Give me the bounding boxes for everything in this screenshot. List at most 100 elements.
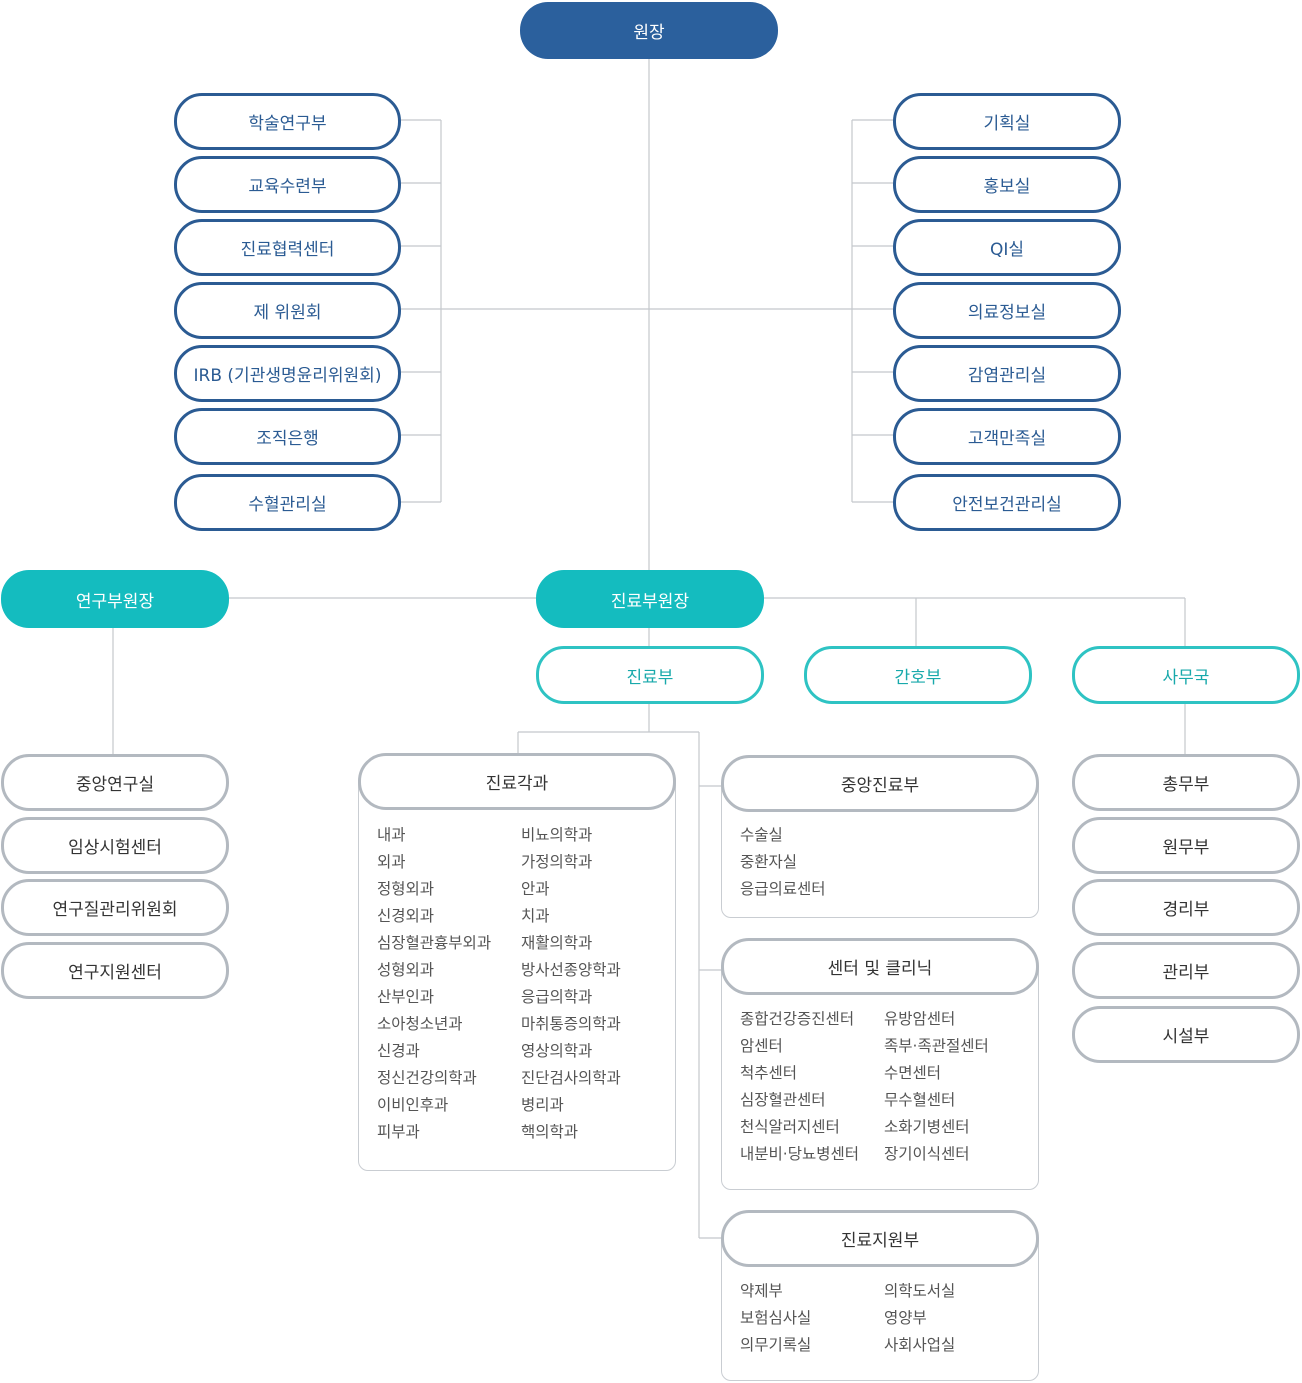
node-label: 진료협력센터 bbox=[240, 240, 335, 260]
list-item[interactable]: 심장혈관흉부외과 bbox=[377, 934, 492, 952]
list-item[interactable]: 수술실 bbox=[740, 826, 783, 844]
director-node[interactable]: 원장 bbox=[520, 2, 778, 59]
centers-clinics-panel bbox=[721, 966, 1039, 1190]
research-unit-support-center[interactable]: 연구지원센터 bbox=[1, 942, 229, 999]
list-item[interactable]: 마취통증의학과 bbox=[521, 1015, 621, 1033]
list-item[interactable]: 내분비·당뇨병센터 bbox=[740, 1145, 860, 1163]
list-item[interactable]: 병리과 bbox=[521, 1096, 564, 1114]
admin-unit-management[interactable]: 관리부 bbox=[1072, 942, 1300, 999]
admin-unit-accounting[interactable]: 경리부 bbox=[1072, 879, 1300, 936]
right-group-customer-satisfaction[interactable]: 고객만족실 bbox=[893, 408, 1121, 465]
node-label: 임상시험센터 bbox=[68, 838, 162, 858]
list-item[interactable]: 신경과 bbox=[377, 1042, 420, 1060]
research-unit-clinical-trials[interactable]: 임상시험센터 bbox=[1, 817, 229, 874]
list-item[interactable]: 무수혈센터 bbox=[884, 1091, 956, 1109]
node-label: 제 위원회 bbox=[253, 303, 322, 323]
list-item[interactable]: 족부·족관절센터 bbox=[884, 1037, 989, 1055]
list-item[interactable]: 심장혈관센터 bbox=[740, 1091, 826, 1109]
right-group-medical-info[interactable]: 의료정보실 bbox=[893, 282, 1121, 339]
research-vp-node[interactable]: 연구부원장 bbox=[1, 570, 229, 628]
node-label: 기획실 bbox=[983, 114, 1031, 134]
node-label: 중앙연구실 bbox=[75, 775, 155, 795]
list-item[interactable]: 영상의학과 bbox=[521, 1042, 593, 1060]
right-group-safety-health[interactable]: 안전보건관리실 bbox=[893, 474, 1121, 531]
node-label: 진료각과 bbox=[485, 774, 549, 794]
node-label: 홍보실 bbox=[983, 177, 1031, 197]
node-label: 진료지원부 bbox=[840, 1231, 920, 1251]
centers-clinics-col1: 종합건강증진센터 암센터 척추센터 심장혈관센터 천식알러지센터 내분비·당뇨병… bbox=[740, 1006, 859, 1168]
left-group-education[interactable]: 교육수련부 bbox=[174, 156, 401, 213]
centers-clinics-header[interactable]: 센터 및 클리닉 bbox=[721, 938, 1039, 995]
list-item[interactable]: 장기이식센터 bbox=[884, 1145, 970, 1163]
list-item[interactable]: 약제부 bbox=[740, 1282, 783, 1300]
list-item[interactable]: 외과 bbox=[377, 853, 406, 871]
list-item[interactable]: 보험심사실 bbox=[740, 1309, 812, 1327]
list-item[interactable]: 산부인과 bbox=[377, 988, 435, 1006]
list-item[interactable]: 가정의학과 bbox=[521, 853, 593, 871]
central-medical-header[interactable]: 중앙진료부 bbox=[721, 755, 1039, 812]
list-item[interactable]: 피부과 bbox=[377, 1123, 420, 1141]
admin-unit-general-affairs[interactable]: 총무부 bbox=[1072, 754, 1300, 811]
list-item[interactable]: 재활의학과 bbox=[521, 934, 593, 952]
list-item[interactable]: 사회사업실 bbox=[884, 1336, 956, 1354]
list-item[interactable]: 내과 bbox=[377, 826, 406, 844]
list-item[interactable]: 정형외과 bbox=[377, 880, 435, 898]
right-group-pr[interactable]: 홍보실 bbox=[893, 156, 1121, 213]
medical-support-header[interactable]: 진료지원부 bbox=[721, 1210, 1039, 1267]
medical-vp-node[interactable]: 진료부원장 bbox=[536, 570, 764, 628]
list-item[interactable]: 유방암센터 bbox=[884, 1010, 956, 1028]
node-label: 감염관리실 bbox=[967, 366, 1047, 386]
node-label: 센터 및 클리닉 bbox=[827, 959, 933, 979]
list-item[interactable]: 이비인후과 bbox=[377, 1096, 449, 1114]
list-item[interactable]: 종합건강증진센터 bbox=[740, 1010, 855, 1028]
right-group-planning[interactable]: 기획실 bbox=[893, 93, 1121, 150]
left-group-academic-research[interactable]: 학술연구부 bbox=[174, 93, 401, 150]
medical-support-col1: 약제부 보험심사실 의무기록실 bbox=[740, 1278, 811, 1359]
list-item[interactable]: 수면센터 bbox=[884, 1064, 942, 1082]
list-item[interactable]: 척추센터 bbox=[740, 1064, 798, 1082]
clinical-depts-col1: 내과 외과 정형외과 신경외과 심장혈관흉부외과 성형외과 산부인과 소아청소년… bbox=[377, 822, 491, 1146]
list-item[interactable]: 의무기록실 bbox=[740, 1336, 812, 1354]
left-group-transfusion[interactable]: 수혈관리실 bbox=[174, 474, 401, 531]
list-item[interactable]: 의학도서실 bbox=[884, 1282, 956, 1300]
list-item[interactable]: 안과 bbox=[521, 880, 550, 898]
list-item[interactable]: 진단검사의학과 bbox=[521, 1069, 621, 1087]
research-unit-central-lab[interactable]: 중앙연구실 bbox=[1, 754, 229, 811]
node-label: 시설부 bbox=[1162, 1027, 1210, 1047]
list-item[interactable]: 천식알러지센터 bbox=[740, 1118, 840, 1136]
list-item[interactable]: 핵의학과 bbox=[521, 1123, 579, 1141]
dept-administration[interactable]: 사무국 bbox=[1072, 646, 1300, 704]
research-unit-quality-committee[interactable]: 연구질관리위원회 bbox=[1, 879, 229, 936]
node-label: 원무부 bbox=[1162, 838, 1210, 858]
list-item[interactable]: 성형외과 bbox=[377, 961, 435, 979]
centers-clinics-col2: 유방암센터 족부·족관절센터 수면센터 무수혈센터 소화기병센터 장기이식센터 bbox=[884, 1006, 989, 1168]
right-group-qi[interactable]: QI실 bbox=[893, 219, 1121, 276]
left-group-tissue-bank[interactable]: 조직은행 bbox=[174, 408, 401, 465]
list-item[interactable]: 신경외과 bbox=[377, 907, 435, 925]
right-group-infection-control[interactable]: 감염관리실 bbox=[893, 345, 1121, 402]
dept-medical[interactable]: 진료부 bbox=[536, 646, 764, 704]
clinical-depts-header[interactable]: 진료각과 bbox=[358, 753, 676, 810]
node-label: 조직은행 bbox=[256, 429, 319, 449]
list-item[interactable]: 소화기병센터 bbox=[884, 1118, 970, 1136]
list-item[interactable]: 암센터 bbox=[740, 1037, 783, 1055]
list-item[interactable]: 정신건강의학과 bbox=[377, 1069, 477, 1087]
dept-nursing[interactable]: 간호부 bbox=[804, 646, 1032, 704]
list-item[interactable]: 응급의료센터 bbox=[740, 880, 826, 898]
node-label: 간호부 bbox=[894, 667, 942, 688]
left-group-committees[interactable]: 제 위원회 bbox=[174, 282, 401, 339]
central-medical-col1: 수술실 중환자실 응급의료센터 bbox=[740, 822, 826, 903]
list-item[interactable]: 비뇨의학과 bbox=[521, 826, 593, 844]
list-item[interactable]: 영양부 bbox=[884, 1309, 927, 1327]
left-group-irb[interactable]: IRB (기관생명윤리위원회) bbox=[174, 345, 401, 402]
list-item[interactable]: 소아청소년과 bbox=[377, 1015, 463, 1033]
list-item[interactable]: 방사선종양학과 bbox=[521, 961, 621, 979]
list-item[interactable]: 응급의학과 bbox=[521, 988, 593, 1006]
list-item[interactable]: 치과 bbox=[521, 907, 550, 925]
list-item[interactable]: 중환자실 bbox=[740, 853, 798, 871]
admin-unit-patient-affairs[interactable]: 원무부 bbox=[1072, 817, 1300, 874]
node-label: 수혈관리실 bbox=[248, 495, 327, 515]
admin-unit-facilities[interactable]: 시설부 bbox=[1072, 1006, 1300, 1063]
left-group-cooperation-center[interactable]: 진료협력센터 bbox=[174, 219, 401, 276]
